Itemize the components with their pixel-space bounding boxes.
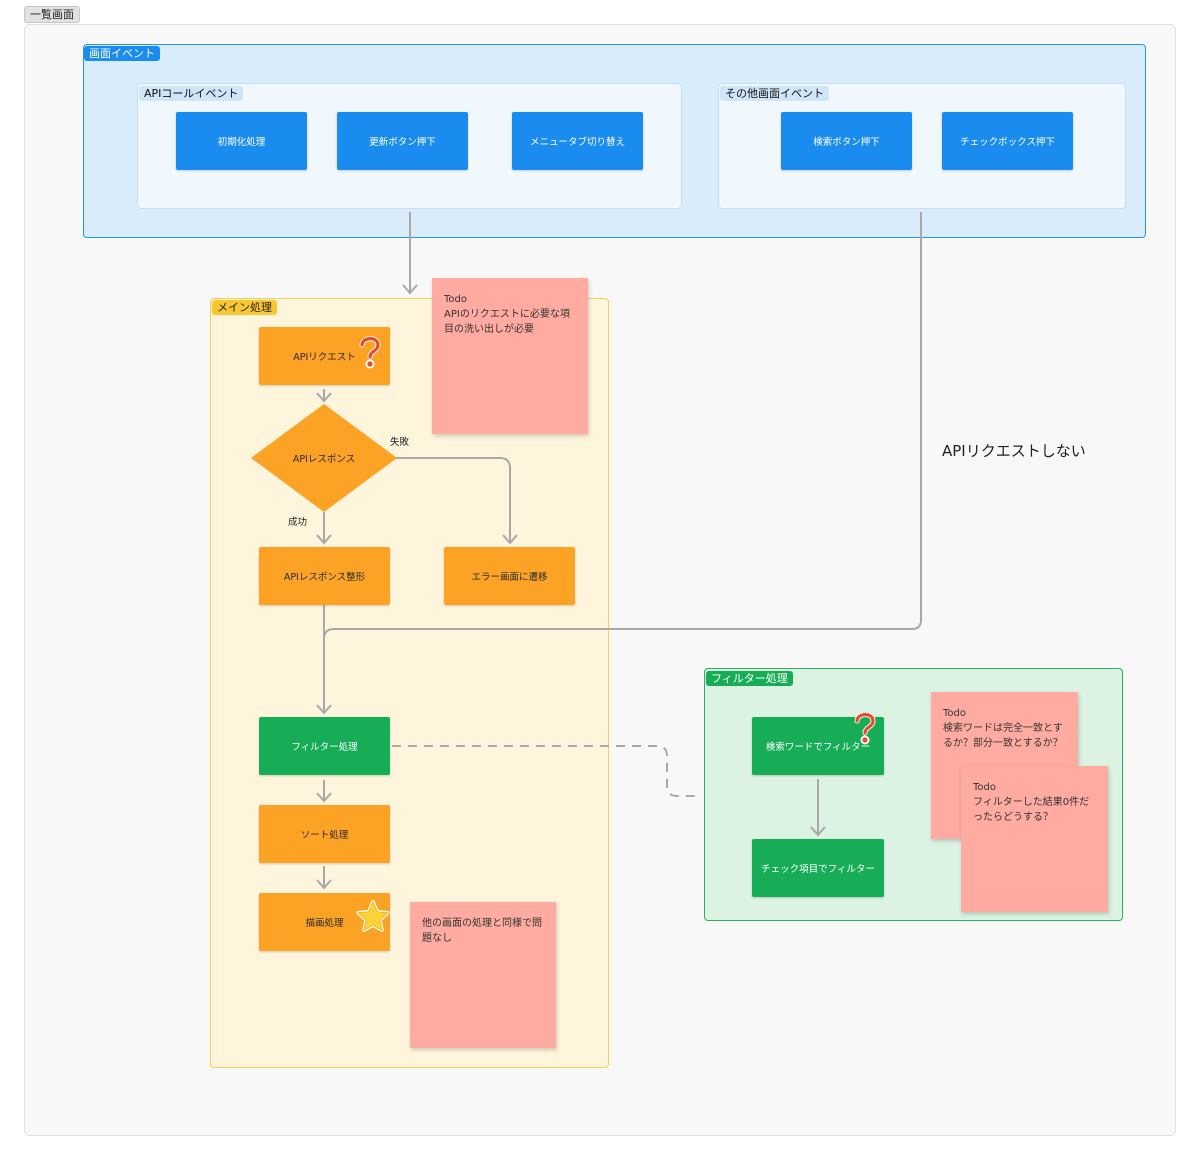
other-events-label: その他画面イベント [720, 86, 829, 101]
search-button-node[interactable]: 検索ボタン押下 [781, 112, 912, 170]
dashed-link-filter [392, 745, 701, 797]
screen-events-label: 画面イベント [84, 46, 160, 61]
api-response-decision[interactable] [251, 404, 397, 512]
init-process-node[interactable]: 初期化処理 [176, 112, 307, 170]
arrow-head-error [502, 534, 518, 545]
menu-tab-switch-node[interactable]: メニュータブ切り替え [512, 112, 643, 170]
arrow-head-render [316, 879, 332, 890]
arrow-head-sort [316, 792, 332, 803]
sort-node[interactable]: ソート処理 [259, 805, 390, 863]
failure-label: 失敗 [390, 437, 410, 448]
question-icon [854, 712, 876, 745]
error-transition-node[interactable]: エラー画面に遷移 [444, 547, 575, 605]
page-title: 一覧画面 [24, 6, 80, 23]
arrow-head-main [402, 284, 418, 295]
sticky-todo-zero[interactable]: Todo フィルターした結果0件だったらどうする？ [961, 766, 1108, 912]
format-response-node[interactable]: APIレスポンス整形 [259, 547, 390, 605]
filter-node[interactable]: フィルター処理 [259, 717, 390, 775]
checkbox-node[interactable]: チェックボックス押下 [942, 112, 1073, 170]
filter-process-label: フィルター処理 [706, 671, 793, 686]
main-process-label: メイン処理 [212, 300, 277, 315]
question-icon [359, 336, 381, 369]
arrow-head-response [316, 392, 332, 403]
api-call-events-label: APIコールイベント [139, 86, 244, 101]
refresh-button-node[interactable]: 更新ボタン押下 [337, 112, 468, 170]
arrow-response-to-error [396, 457, 511, 542]
sticky-todo-api[interactable]: Todo APIのリクエストに必要な項目の洗い出しが必要 [432, 278, 588, 434]
success-label: 成功 [288, 517, 308, 528]
api-response-label: APIレスポンス [292, 454, 356, 465]
check-item-filter-node[interactable]: チェック項目でフィルター [752, 839, 884, 897]
sticky-no-problem[interactable]: 他の画面の処理と同様で問題なし [410, 902, 556, 1048]
arrow-head-filter [316, 704, 332, 715]
arrow-other-events-to-filter [323, 212, 922, 640]
star-icon [356, 900, 390, 933]
arrow-head-format [316, 534, 332, 545]
no-request-label: APIリクエストしない [942, 442, 1086, 460]
search-word-filter-node[interactable]: 検索ワードでフィルター [752, 717, 884, 775]
arrow-head-check [810, 826, 826, 837]
